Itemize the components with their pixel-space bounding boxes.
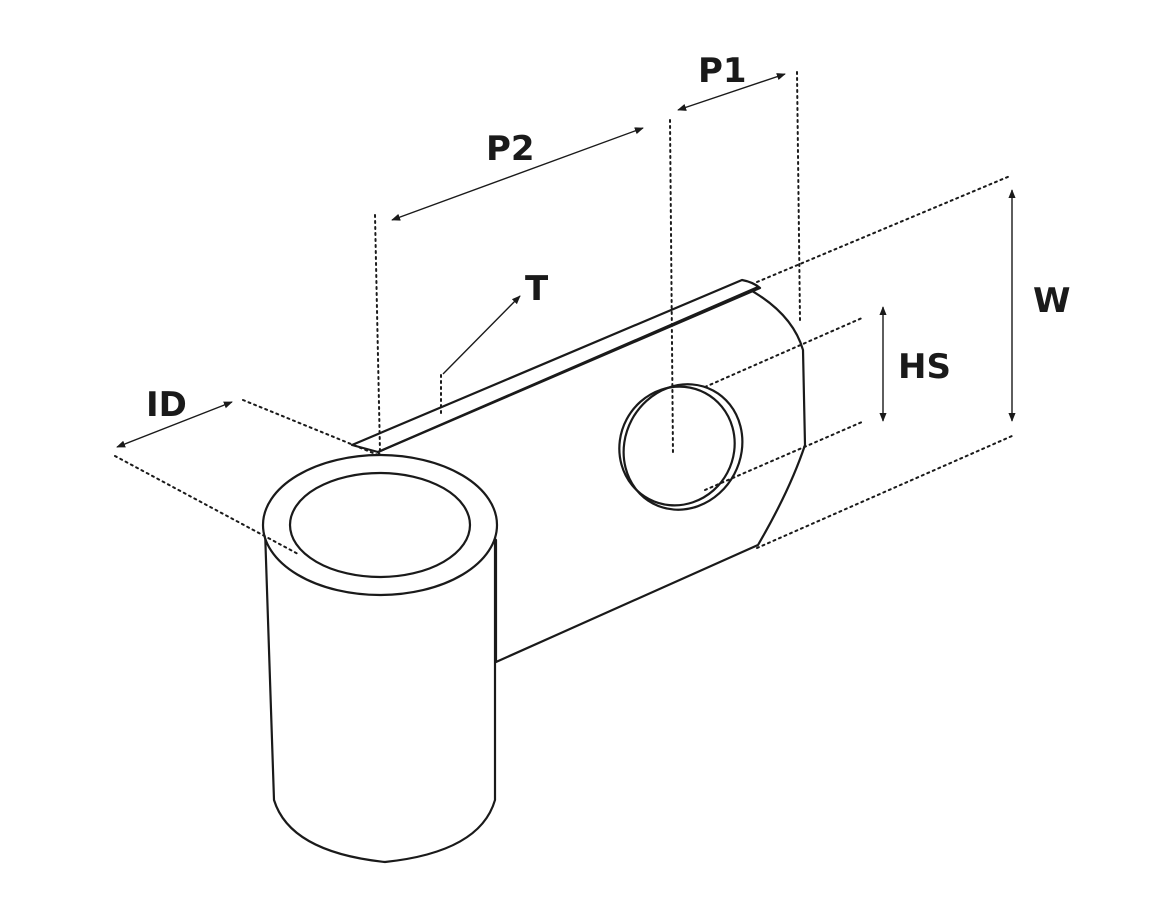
ext-id-top: [242, 399, 379, 456]
ext-id-bottom: [114, 455, 301, 556]
label-p2: P2: [486, 129, 535, 169]
barrel-body: [263, 528, 497, 864]
stud-hole-outer-icon: [622, 383, 744, 511]
label-t: T: [525, 269, 549, 309]
label-p1: P1: [698, 51, 747, 91]
ext-p2-left: [374, 214, 381, 453]
stud-hole-inner-icon: [618, 385, 736, 507]
t-arrow-icon: [442, 295, 521, 375]
label-hs: HS: [898, 347, 951, 387]
ext-w-top: [756, 175, 1011, 283]
label-id: ID: [146, 385, 187, 425]
ext-hs-bottom: [704, 421, 863, 491]
ext-hs-top: [704, 317, 863, 388]
ext-hole-center: [669, 119, 674, 456]
tongue-top-edge: [350, 278, 762, 454]
ext-w-bottom: [756, 435, 1013, 549]
barrel-bore-icon: [288, 471, 472, 579]
lug-tongue: [350, 278, 807, 664]
id-arrow-icon: [116, 401, 233, 448]
p2-arrow-icon: [391, 127, 644, 221]
stud-hole: [618, 383, 744, 511]
tongue-thickness-line: [376, 285, 760, 454]
extension-lines: [114, 71, 1013, 556]
label-w: W: [1033, 281, 1071, 321]
tongue-face: [376, 285, 807, 664]
p1-arrow-icon: [677, 73, 786, 111]
dimension-labels: P1 P2 T ID HS W: [146, 51, 1071, 425]
lug-barrel: [261, 453, 499, 864]
dimension-arrows: [116, 73, 1016, 448]
ext-p1-right: [796, 71, 801, 321]
